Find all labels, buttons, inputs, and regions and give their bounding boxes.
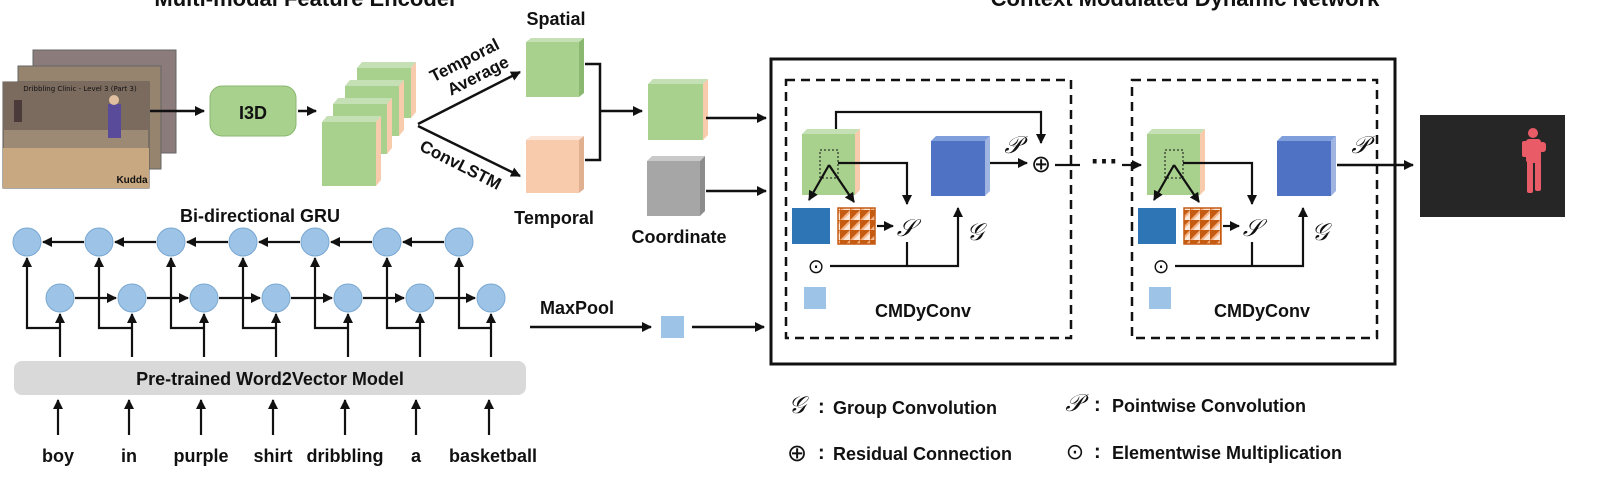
elementwise-symbol: ⊙ bbox=[808, 254, 825, 278]
legend-symbol: ⊕ bbox=[787, 439, 807, 467]
spatial-label: Spatial bbox=[526, 9, 585, 29]
sentence-words: boy in purple shirt dribbling a basketba… bbox=[42, 446, 537, 466]
gru-forward-node bbox=[261, 283, 291, 313]
gru-backward-node bbox=[228, 227, 258, 257]
i3d-label: I3D bbox=[239, 103, 267, 123]
legend-symbol: 𝒢 bbox=[788, 391, 809, 419]
group-symbol: 𝒢 bbox=[966, 218, 987, 246]
dynamic-kernel-pattern bbox=[1183, 207, 1222, 245]
legend-text: Pointwise Convolution bbox=[1112, 396, 1306, 416]
temporal-feature-cube bbox=[526, 136, 584, 193]
word-token: dribbling bbox=[307, 446, 384, 466]
video-frame-front: Dribbling Clinic - Level 3 (Part 3) Kudd… bbox=[2, 81, 150, 189]
legend-text: Residual Connection bbox=[833, 444, 1012, 464]
spatial-feature-cube bbox=[526, 38, 584, 97]
gru-forward-node bbox=[45, 283, 75, 313]
gru-backward-node bbox=[12, 227, 42, 257]
word2vec-label: Pre-trained Word2Vector Model bbox=[136, 369, 404, 389]
ellipsis: ⋯ bbox=[1090, 145, 1118, 176]
legend-separator: : bbox=[1094, 441, 1101, 463]
selection-symbol: 𝒮 bbox=[1243, 214, 1268, 242]
gru-forward-row bbox=[45, 283, 506, 313]
elementwise-symbol: ⊙ bbox=[1153, 254, 1170, 278]
network-frame bbox=[769, 57, 1397, 366]
sentence-feature-square bbox=[661, 316, 684, 338]
word-token: basketball bbox=[449, 446, 537, 466]
legend-separator: : bbox=[818, 396, 825, 418]
gru-backward-node bbox=[300, 227, 330, 257]
legend-symbol: 𝒫 bbox=[1065, 389, 1089, 417]
encoder-title: Multi-modal Feature Encoder bbox=[154, 0, 458, 11]
group-conv-cube bbox=[931, 136, 990, 196]
gru-forward-node bbox=[405, 283, 435, 313]
video-caption: Dribbling Clinic - Level 3 (Part 3) bbox=[23, 85, 137, 93]
fused-feature-cube bbox=[648, 79, 708, 140]
arrow-convlstm bbox=[417, 124, 521, 178]
cmdyconv-block-1: 𝒮 ⊙ 𝒢 𝒫 ⊕ CMDyConv bbox=[784, 78, 1073, 340]
cmdyconv-frame bbox=[1130, 78, 1379, 340]
pointwise-symbol: 𝒫 bbox=[1004, 131, 1028, 159]
gru-title: Bi-directional GRU bbox=[180, 206, 340, 226]
legend-elementwise: ⊙ : Elementwise Multiplication bbox=[1066, 440, 1342, 465]
residual-skip-arrow bbox=[834, 110, 1046, 144]
legend-text: Group Convolution bbox=[833, 398, 997, 418]
coordinate-label: Coordinate bbox=[631, 227, 726, 247]
legend-group-conv: 𝒢 : Group Convolution bbox=[788, 391, 997, 419]
gru-backward-node bbox=[444, 227, 474, 257]
cmdyconv-label: CMDyConv bbox=[1214, 301, 1310, 321]
group-conv-cube bbox=[1277, 136, 1336, 196]
gru-backward-row bbox=[12, 227, 474, 257]
word-token: boy bbox=[42, 446, 74, 466]
residual-add-symbol: ⊕ bbox=[1031, 150, 1051, 178]
legend: 𝒢 : Group Convolution 𝒫 : Pointwise Conv… bbox=[787, 389, 1342, 467]
gru-forward-node bbox=[333, 283, 363, 313]
cmdyconv-block-2: 𝒮 ⊙ 𝒢 𝒫 CMDyConv bbox=[1130, 78, 1379, 340]
sentence-feature-square bbox=[804, 287, 826, 309]
word-token: shirt bbox=[253, 446, 292, 466]
pointwise-symbol: 𝒫 bbox=[1351, 131, 1375, 159]
temporal-label: Temporal bbox=[514, 208, 594, 228]
word-token: in bbox=[121, 446, 137, 466]
gru-forward-node bbox=[117, 283, 147, 313]
word-token: purple bbox=[173, 446, 228, 466]
legend-separator: : bbox=[818, 442, 825, 464]
selection-symbol: 𝒮 bbox=[897, 214, 922, 242]
legend-residual: ⊕ : Residual Connection bbox=[787, 439, 1012, 467]
legend-symbol: ⊙ bbox=[1066, 440, 1084, 465]
arrow-temporal-average bbox=[417, 70, 521, 126]
input-feature-cube bbox=[802, 129, 860, 195]
gru-backward-node bbox=[84, 227, 114, 257]
context-kernel-square bbox=[792, 208, 830, 244]
word-token: a bbox=[411, 446, 422, 466]
word-input-arrows bbox=[53, 399, 494, 435]
convlstm-label: ConvLSTM bbox=[417, 136, 505, 193]
gru-forward-node bbox=[189, 283, 219, 313]
gru-backward-node bbox=[156, 227, 186, 257]
group-symbol: 𝒢 bbox=[1311, 218, 1332, 246]
word2vec-block: Pre-trained Word2Vector Model bbox=[14, 361, 526, 395]
legend-text: Elementwise Multiplication bbox=[1112, 443, 1342, 463]
gru-input-connections bbox=[22, 257, 496, 357]
cmdyconv-frame bbox=[784, 78, 1073, 340]
video-frames: Dribbling Clinic - Level 3 (Part 3) Kudd… bbox=[2, 49, 177, 189]
coordinate-cube bbox=[647, 156, 705, 216]
temporal-average-label: Temporal Average bbox=[427, 35, 512, 100]
legend-separator: : bbox=[1094, 394, 1101, 416]
gru-backward-node bbox=[372, 227, 402, 257]
i3d-block: I3D bbox=[209, 85, 297, 137]
dynamic-kernel-pattern bbox=[837, 207, 876, 245]
sentence-feature-square bbox=[1149, 287, 1171, 309]
cmdyconv-label: CMDyConv bbox=[875, 301, 971, 321]
context-kernel-square bbox=[1138, 208, 1176, 244]
merge-bracket bbox=[585, 62, 602, 162]
maxpool-label: MaxPool bbox=[540, 298, 614, 318]
legend-pointwise-conv: 𝒫 : Pointwise Convolution bbox=[1065, 389, 1306, 417]
output-mask bbox=[1420, 115, 1565, 217]
feature-cube-stack bbox=[322, 62, 416, 186]
network-title: Context Modulated Dynamic Network bbox=[991, 0, 1380, 11]
actor-silhouette bbox=[1522, 128, 1546, 193]
gru-forward-node bbox=[476, 283, 506, 313]
video-watermark: Kudda bbox=[116, 175, 148, 186]
